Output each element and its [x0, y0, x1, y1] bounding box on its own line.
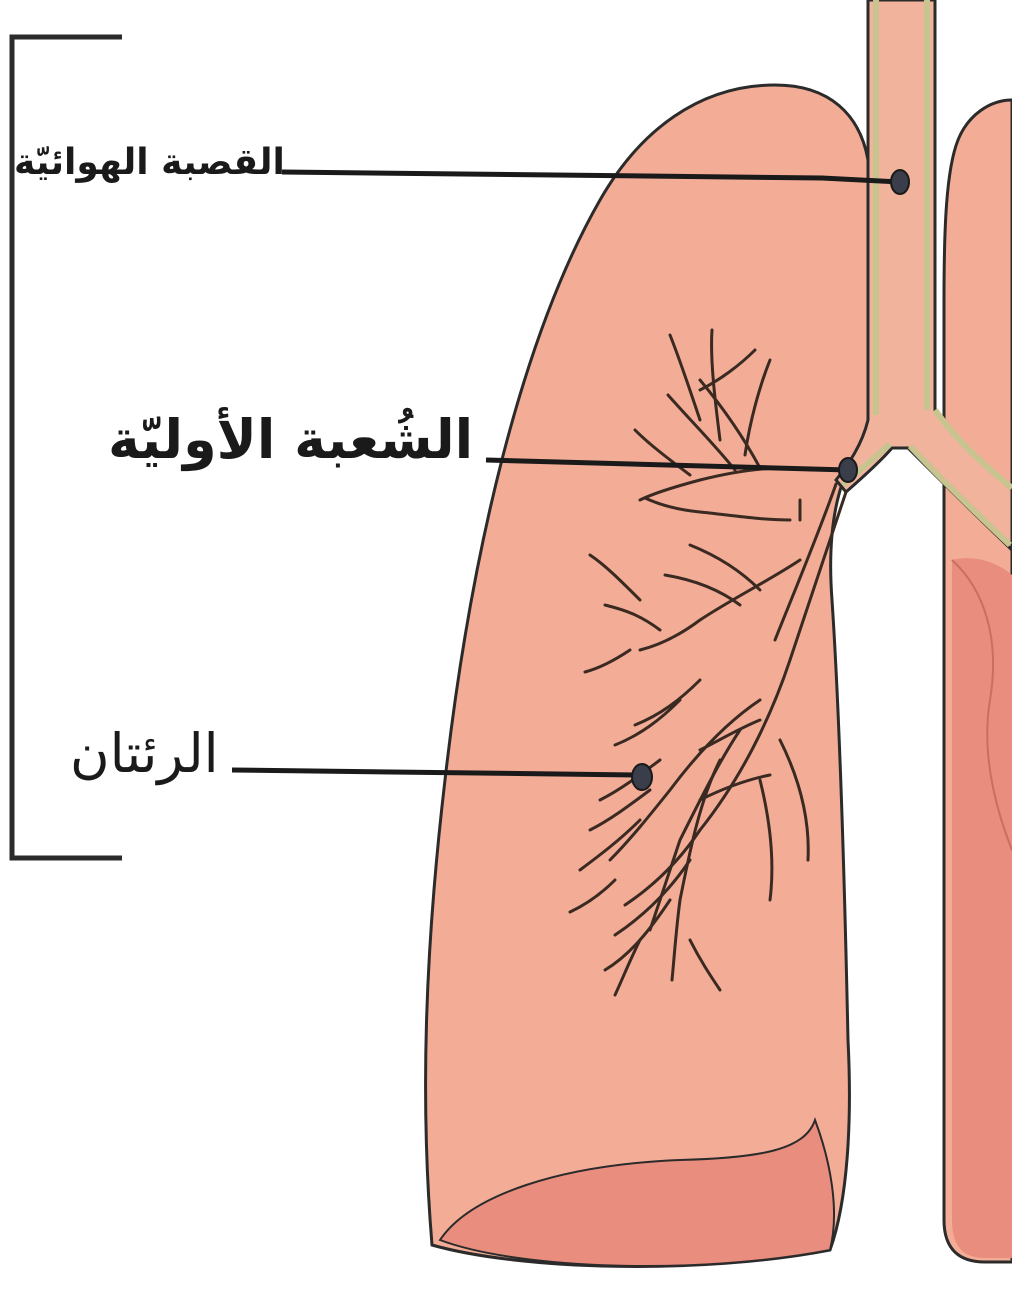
- pointer-dot-lungs: [632, 764, 652, 790]
- left-lung: [426, 85, 870, 1266]
- label-primary-bronchus: الشُعبة الأوليّة: [108, 408, 473, 471]
- pointer-dot-bronchus: [839, 458, 857, 482]
- label-lungs: الرئتان: [70, 722, 219, 785]
- right-lung: [944, 100, 1012, 1262]
- right-lung-shadow: [952, 558, 1012, 1258]
- pointer-dot-trachea: [891, 170, 909, 194]
- label-trachea: القصبة الهوائيّة: [14, 142, 285, 183]
